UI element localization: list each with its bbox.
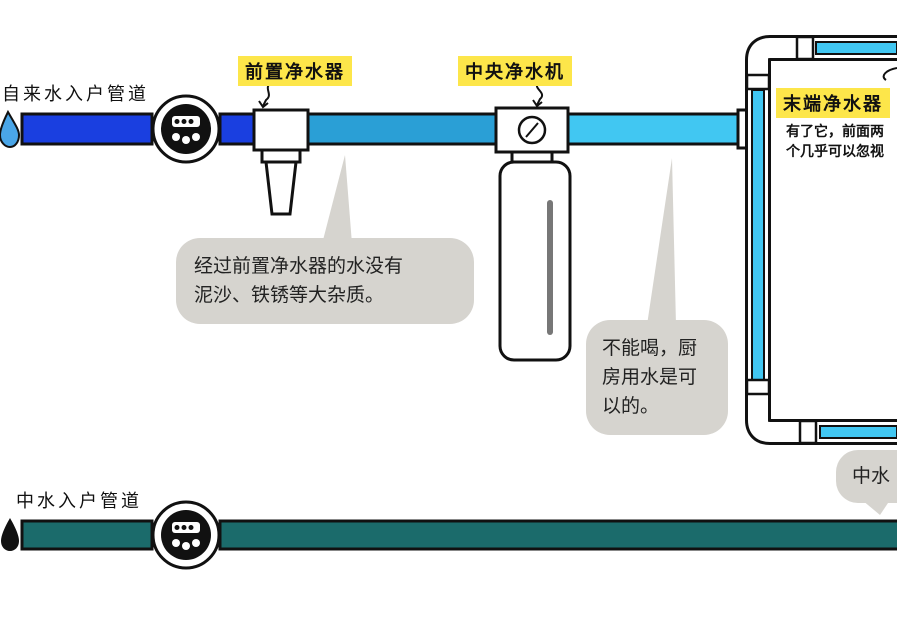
- central-purifier-label: 中央净水机: [458, 56, 572, 86]
- tap-pipe-mid: [306, 112, 498, 146]
- central-note-tail: [647, 158, 676, 325]
- central-note-line1: 不能喝，厨: [602, 337, 698, 359]
- reclaimed-pipe-right: [218, 519, 897, 551]
- reclaimed-pipe-left: [20, 519, 154, 551]
- reclaimed-note-tail: [862, 500, 890, 515]
- pre-filter-note-line1: 经过前置净水器的水没有: [194, 255, 404, 277]
- tap-pipe-light: [566, 112, 740, 146]
- water-drop-icon: [0, 109, 21, 149]
- tap-water-pipe-label: 自来水入户管道: [2, 84, 149, 105]
- tap-pipe-dark: [20, 112, 154, 146]
- terminal-loop-pipes: [745, 35, 897, 445]
- central-note-line3: 以的。: [602, 395, 660, 417]
- reclaimed-note-text: 中水: [852, 465, 891, 487]
- terminal-purifier-label: 末端净水器: [776, 88, 890, 118]
- central-note: 不能喝，厨 房用水是可 以的。: [586, 320, 728, 435]
- reclaimed-drop-icon: [1, 518, 19, 551]
- central-note-line2: 房用水是可: [602, 366, 698, 388]
- pre-filter-icon: [252, 108, 310, 216]
- central-purifier-icon: [494, 106, 572, 362]
- pre-filter-label: 前置净水器: [238, 56, 352, 86]
- terminal-pointer-icon: [882, 67, 897, 81]
- pre-filter-note-tail: [322, 155, 352, 244]
- pre-filter-note: 经过前置净水器的水没有 泥沙、铁锈等大杂质。: [176, 238, 474, 324]
- pre-filter-note-line2: 泥沙、铁锈等大杂质。: [194, 284, 385, 306]
- terminal-note-line2: 个几乎可以忽视: [786, 144, 884, 160]
- terminal-note-line1: 有了它，前面两: [786, 124, 884, 140]
- reclaimed-note: 中水: [836, 450, 897, 503]
- tap-pipe-dark-2: [218, 112, 256, 146]
- reclaimed-water-meter-icon: [151, 500, 221, 570]
- tap-water-meter-icon: [151, 94, 221, 164]
- reclaimed-water-pipe-label: 中水入户管道: [16, 491, 142, 512]
